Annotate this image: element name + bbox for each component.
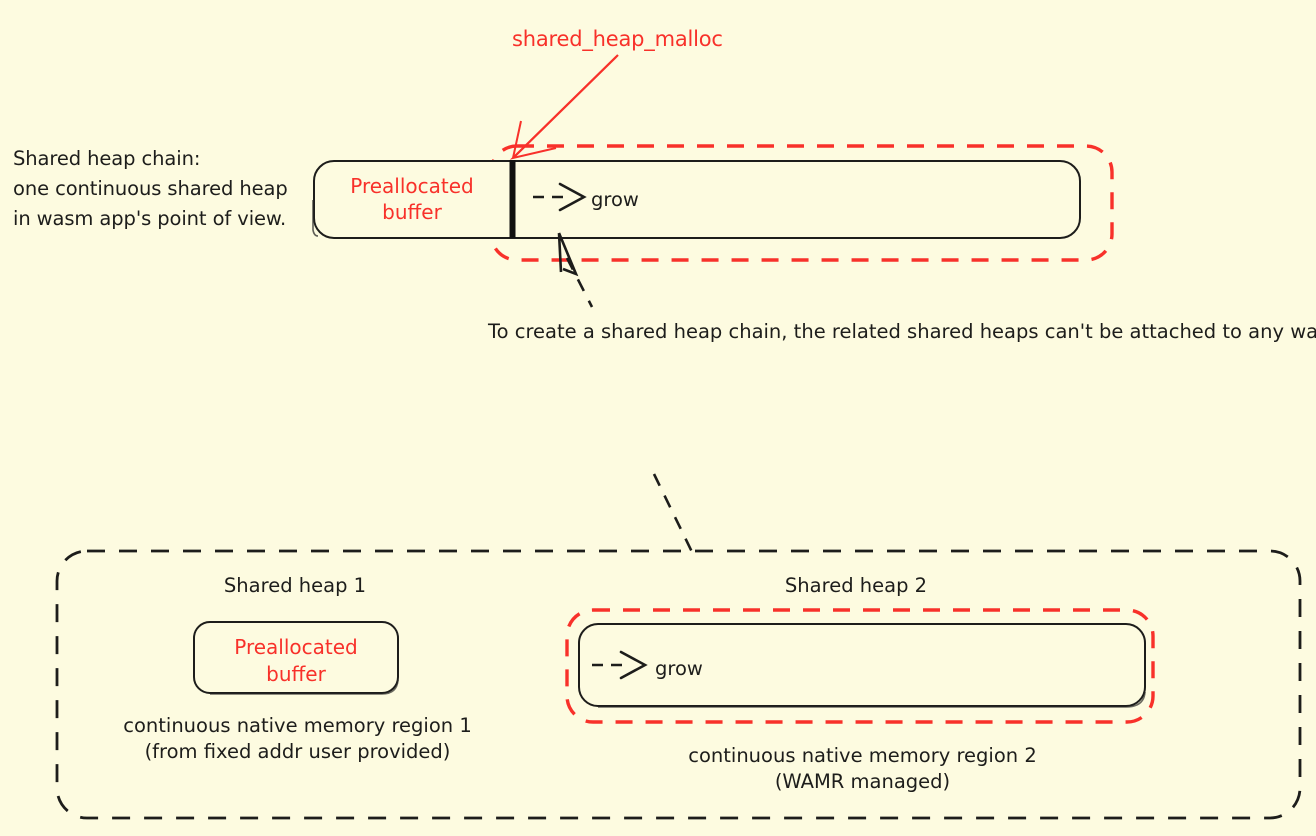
native-memory-region-1-caption: continuous native memory region 1 (from … <box>123 714 472 763</box>
note-leader-line <box>565 257 594 308</box>
bottom-grow-label: grow <box>655 657 703 680</box>
note-to-bottom-connector <box>652 473 694 553</box>
top-red-dashed-region <box>489 144 1114 262</box>
shared-heap-2-title: Shared heap 2 <box>784 574 928 597</box>
note-leader-arrow-head <box>557 232 579 277</box>
bottom-heap2-shadow-edge <box>598 691 1146 708</box>
top-bar-shadow-edge <box>312 200 319 237</box>
top-grow-arrow-head <box>558 182 587 212</box>
shared-heap-chain-note: To create a shared heap chain, the relat… <box>488 320 1316 343</box>
bottom-grow-arrow-head <box>619 650 648 680</box>
shared-heap-1-title: Shared heap 1 <box>223 574 367 597</box>
top-preallocated-buffer-label: Preallocated buffer <box>350 174 474 225</box>
top-grow-label: grow <box>591 188 639 211</box>
shared-heap-malloc-leader-line <box>513 54 619 158</box>
bottom-preallocated-buffer-label: Preallocated buffer <box>234 635 358 686</box>
shared-heap-chain-caption: Shared heap chain: one continuous shared… <box>13 147 288 231</box>
shared-heap-malloc-label: shared_heap_malloc <box>512 27 723 51</box>
native-memory-region-2-caption: continuous native memory region 2 (WAMR … <box>688 744 1037 793</box>
shared-heap-malloc-arrow-head <box>509 56 617 160</box>
